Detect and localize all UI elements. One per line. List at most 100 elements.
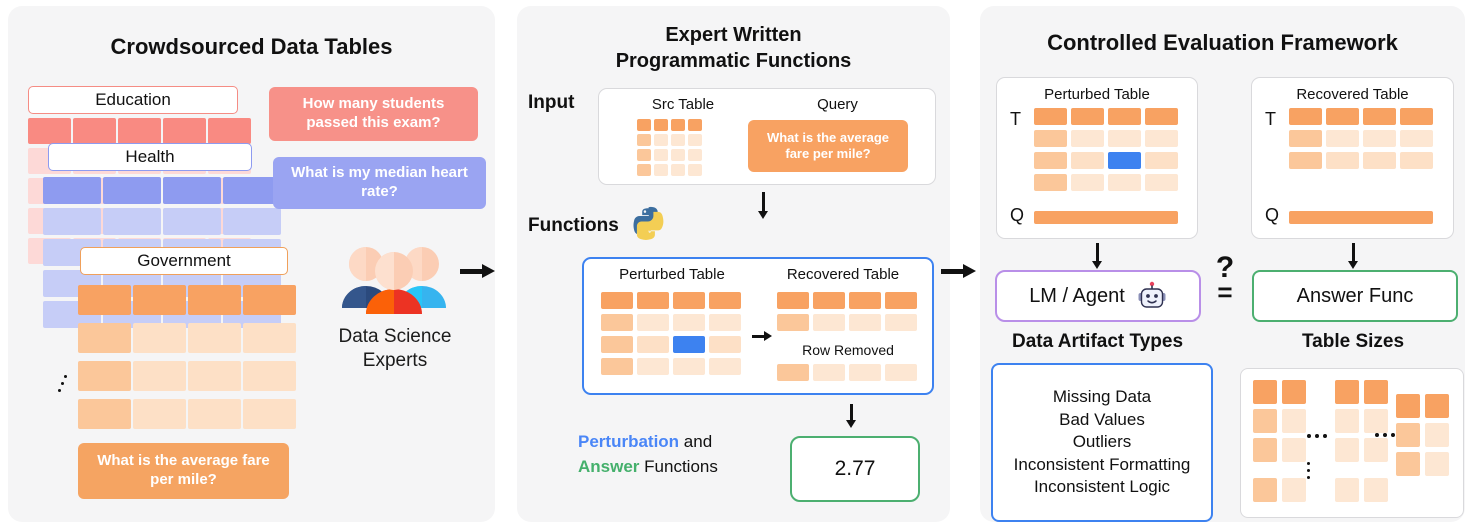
table-cell bbox=[1396, 452, 1420, 476]
table-cell bbox=[1364, 478, 1388, 502]
table-cell bbox=[885, 364, 917, 381]
table-cell bbox=[1335, 409, 1359, 433]
table-cell bbox=[188, 361, 241, 391]
table-cell bbox=[1253, 478, 1277, 502]
table-cell bbox=[1289, 130, 1322, 147]
artifact-item: Outliers bbox=[1072, 432, 1132, 452]
table-cell bbox=[133, 323, 186, 353]
perturbed-card-Q-label: Q bbox=[1010, 205, 1025, 225]
table-cell bbox=[1335, 380, 1359, 404]
table-cell bbox=[243, 399, 296, 429]
src-table-label: Src Table bbox=[651, 96, 715, 113]
question-bubble-education[interactable]: How many students passed this exam? bbox=[269, 87, 478, 141]
table-cell bbox=[885, 292, 917, 309]
caption-functions-word: Functions bbox=[639, 456, 718, 476]
question-bubble-health[interactable]: What is my median heart rate? bbox=[273, 157, 486, 209]
table-cell bbox=[1282, 380, 1306, 404]
table-cell bbox=[1400, 130, 1433, 147]
functions-label: Functions bbox=[528, 215, 619, 236]
artifact-item: Missing Data bbox=[1052, 387, 1152, 407]
table-cell bbox=[601, 292, 633, 309]
table-cell bbox=[1363, 108, 1396, 125]
table-cell bbox=[688, 134, 702, 146]
table-cell bbox=[637, 164, 651, 176]
perturbed-card-T-label: T bbox=[1010, 109, 1021, 129]
table-cell bbox=[637, 336, 669, 353]
table-cell bbox=[1335, 438, 1359, 462]
equals-glyph: = bbox=[1217, 276, 1233, 307]
table-cell bbox=[1364, 409, 1388, 433]
table-cell bbox=[1282, 478, 1306, 502]
answer-value-box: 2.77 bbox=[790, 436, 920, 502]
question-equals-symbol: ?= bbox=[1205, 251, 1245, 307]
table-cell bbox=[1108, 152, 1141, 169]
table-cell bbox=[1396, 394, 1420, 418]
arrow-perturbed-to-recovered-icon bbox=[752, 331, 772, 342]
table-cell bbox=[813, 292, 845, 309]
domain-tab-education[interactable]: Education bbox=[28, 86, 238, 114]
table-cell bbox=[1071, 174, 1104, 191]
query-label: Query bbox=[817, 96, 858, 113]
recovered-card-T-label: T bbox=[1265, 109, 1276, 129]
table-cell bbox=[78, 285, 131, 315]
table-cell bbox=[688, 164, 702, 176]
table-cell bbox=[1364, 380, 1388, 404]
row-removed-label: Row Removed bbox=[802, 342, 894, 358]
table-cell bbox=[654, 149, 668, 161]
arrow-middle-to-right-icon bbox=[941, 264, 977, 278]
table-cell bbox=[78, 323, 131, 353]
page-title-right: Controlled Evaluation Framework bbox=[1047, 30, 1398, 55]
table-cell bbox=[118, 118, 161, 144]
answer-func-box[interactable]: Answer Func bbox=[1252, 270, 1458, 322]
table-cell bbox=[1108, 108, 1141, 125]
perturbed-card-title: Perturbed Table bbox=[1044, 86, 1150, 103]
lm-agent-box[interactable]: LM / Agent bbox=[995, 270, 1201, 322]
horizontal-ellipsis-between-icon bbox=[1375, 433, 1395, 437]
table-cell bbox=[1071, 152, 1104, 169]
table-cell bbox=[688, 149, 702, 161]
table-cell bbox=[163, 177, 221, 204]
table-cell bbox=[849, 314, 881, 331]
table-cell bbox=[601, 314, 633, 331]
table-cell bbox=[849, 292, 881, 309]
perturbed-table-label: Perturbed Table bbox=[619, 266, 725, 283]
table-cell bbox=[671, 164, 685, 176]
table-cell bbox=[1145, 130, 1178, 147]
table-cell bbox=[688, 119, 702, 131]
artifact-item: Inconsistent Logic bbox=[1033, 477, 1171, 497]
question-mark-glyph: ? bbox=[1215, 251, 1235, 284]
table-cell bbox=[1253, 409, 1277, 433]
table-cell bbox=[1145, 174, 1178, 191]
table-cell bbox=[1326, 108, 1359, 125]
experts-label-line1: Data Science bbox=[338, 326, 452, 347]
table-cell bbox=[1400, 152, 1433, 169]
recovered-card-title: Recovered Table bbox=[1296, 86, 1409, 103]
table-cell bbox=[1282, 409, 1306, 433]
query-bubble[interactable]: What is the average fare per mile? bbox=[748, 120, 908, 172]
caption-perturbation-word: Perturbation bbox=[578, 432, 680, 451]
table-cell bbox=[1326, 152, 1359, 169]
table-cell bbox=[1363, 130, 1396, 147]
table-cell bbox=[163, 118, 206, 144]
domain-tab-health[interactable]: Health bbox=[48, 143, 252, 171]
table-cell bbox=[78, 361, 131, 391]
lm-agent-label: LM / Agent bbox=[1029, 284, 1125, 307]
table-cell bbox=[1108, 174, 1141, 191]
domain-tab-government[interactable]: Government bbox=[80, 247, 288, 275]
table-cell bbox=[673, 292, 705, 309]
table-cell bbox=[223, 177, 281, 204]
page-title-left: Crowdsourced Data Tables bbox=[110, 34, 393, 59]
table-cell bbox=[1289, 108, 1322, 125]
recovered-query-bar bbox=[1289, 211, 1433, 224]
table-cell bbox=[885, 314, 917, 331]
question-bubble-government[interactable]: What is the average fare per mile? bbox=[78, 443, 289, 499]
table-cell bbox=[1034, 130, 1067, 147]
table-cell bbox=[849, 364, 881, 381]
table-cell bbox=[777, 364, 809, 381]
table-cell bbox=[813, 314, 845, 331]
experts-label-line2: Experts bbox=[362, 349, 428, 371]
recovered-table-label: Recovered Table bbox=[786, 266, 900, 283]
